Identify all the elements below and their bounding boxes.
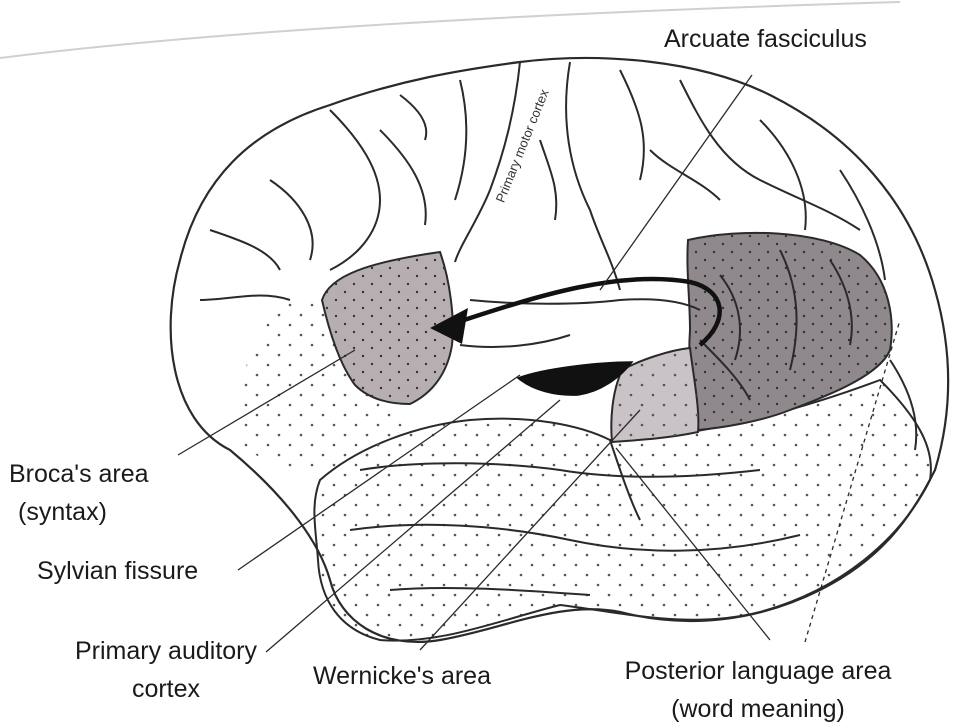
label-posterior-language-area: Posterior language area	[608, 655, 908, 687]
label-primary-auditory-sub: cortex	[60, 673, 272, 705]
label-primary-auditory: Primary auditory	[60, 635, 272, 667]
label-brocas-area-sub: (syntax)	[18, 496, 107, 528]
label-posterior-language-sub: (word meaning)	[608, 693, 908, 725]
label-sylvian-fissure: Sylvian fissure	[37, 555, 198, 587]
label-wernickes-area: Wernicke's area	[313, 660, 491, 692]
label-brocas-area: Broca's area	[9, 458, 149, 490]
label-arcuate-fasciculus: Arcuate fasciculus	[664, 23, 867, 55]
